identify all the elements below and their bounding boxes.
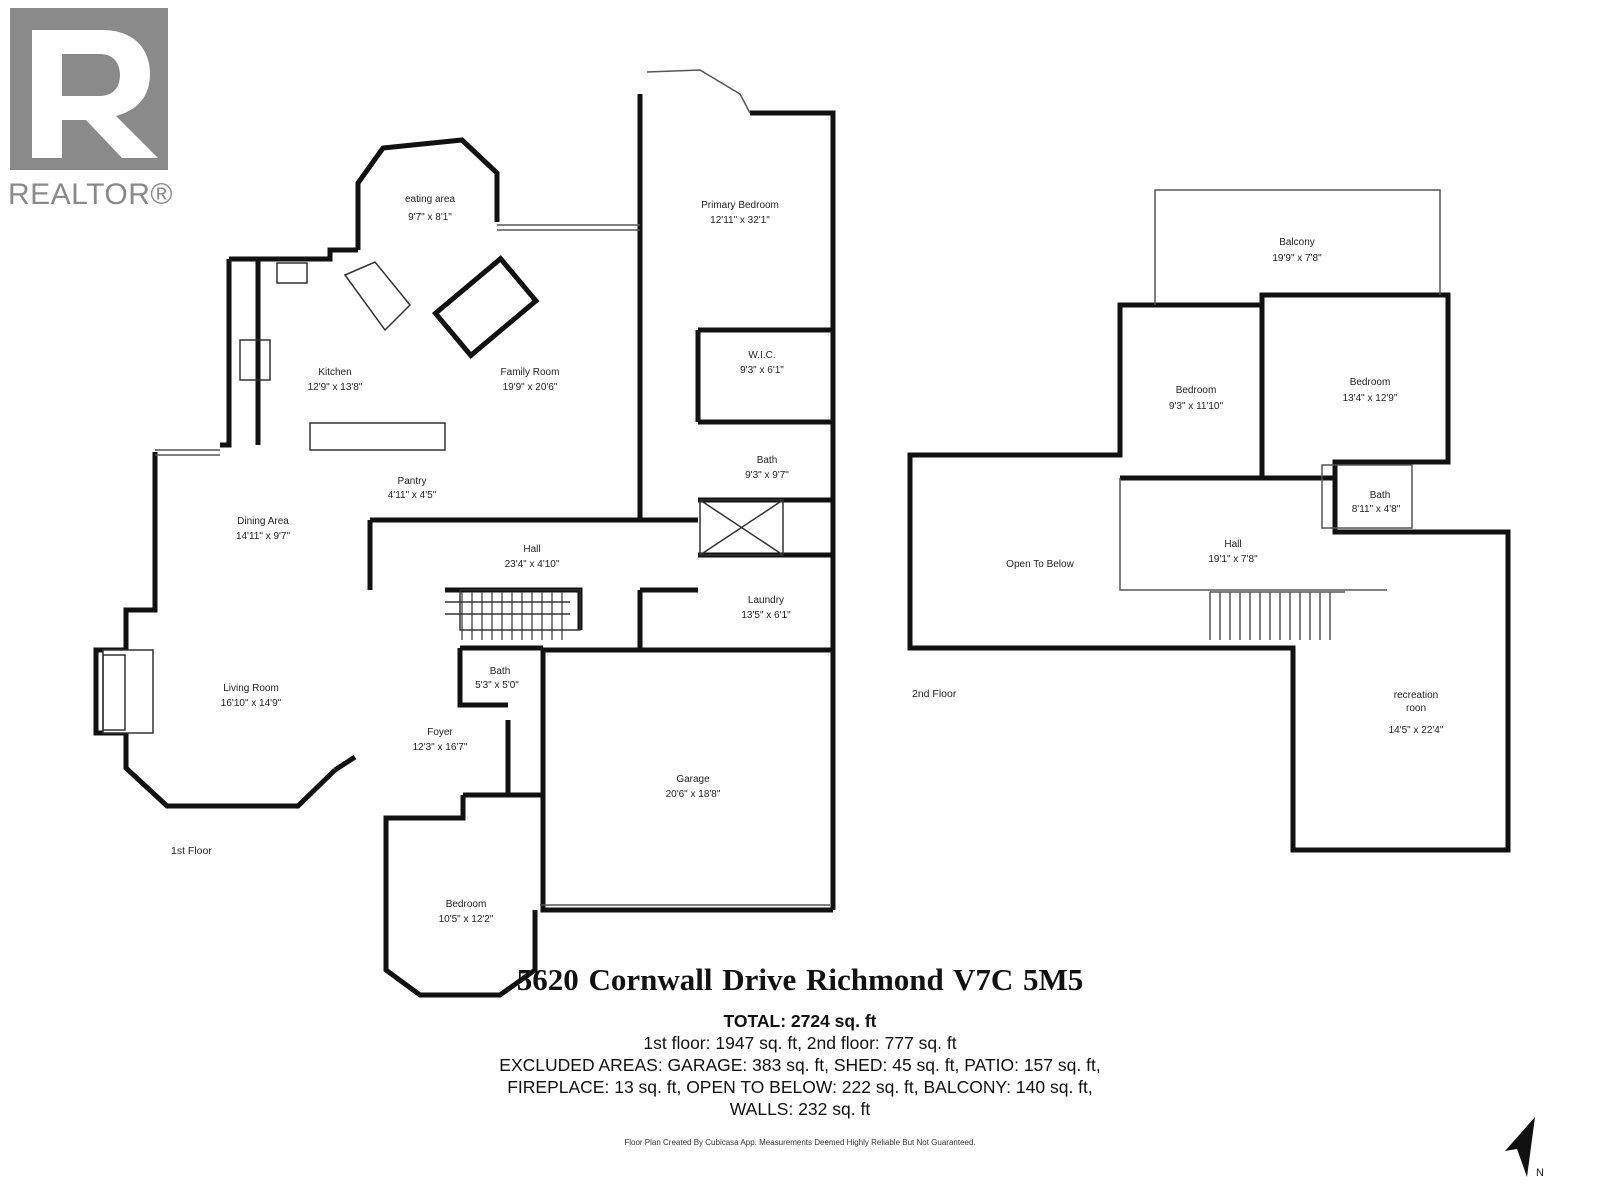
room-dims-living-room: 16'10" x 14'9" bbox=[221, 698, 282, 709]
room-name-bedroom-2a: Bedroom bbox=[1176, 385, 1217, 396]
room-dims-bath-2: 8'11" x 4'8" bbox=[1352, 504, 1401, 515]
room-name-recreation-line2: roon bbox=[1406, 703, 1426, 714]
room-dims-eating-area: 9'7" x 8'1" bbox=[408, 212, 452, 223]
first-floor-room-labels: eating area 9'7" x 8'1" Primary Bedroom … bbox=[171, 194, 791, 925]
room-dims-pantry: 4'11" x 4'5" bbox=[388, 490, 437, 501]
room-name-hall-1: Hall bbox=[523, 544, 540, 555]
room-dims-laundry: 13'5" x 6'1" bbox=[741, 610, 791, 621]
second-floor-thin-lines bbox=[1119, 189, 1441, 640]
staircase-1 bbox=[461, 592, 563, 640]
room-name-laundry: Laundry bbox=[748, 595, 784, 606]
excluded-areas-line3: WALLS: 232 sq. ft bbox=[729, 1099, 871, 1119]
second-floor-room-labels: Balcony 19'9" x 7'8" Bedroom 9'3" x 11'1… bbox=[912, 237, 1444, 736]
second-floor-walls bbox=[907, 292, 1511, 853]
room-dims-bedroom-2b: 13'4" x 12'9" bbox=[1343, 393, 1398, 404]
second-floor-label: 2nd Floor bbox=[912, 688, 957, 700]
room-name-bedroom-1: Bedroom bbox=[446, 899, 487, 910]
room-name-bath-small: Bath bbox=[490, 666, 511, 677]
excluded-areas-line2: FIREPLACE: 13 sq. ft, OPEN TO BELOW: 222… bbox=[507, 1077, 1093, 1097]
room-name-living-room: Living Room bbox=[223, 683, 279, 694]
room-name-eating-area: eating area bbox=[405, 194, 455, 205]
north-label: N bbox=[1536, 1167, 1544, 1179]
realtor-logo: REALTOR® bbox=[8, 8, 178, 213]
room-dims-hall-2: 19'1" x 7'8" bbox=[1208, 554, 1258, 565]
room-dims-garage: 20'6" x 18'8" bbox=[666, 789, 721, 800]
room-name-bath-2: Bath bbox=[1370, 490, 1391, 501]
room-dims-bedroom-1: 10'5" x 12'2" bbox=[439, 914, 494, 925]
room-dims-primary-bath: 9'3" x 9'7" bbox=[745, 470, 789, 481]
room-dims-balcony: 19'9" x 7'8" bbox=[1272, 253, 1322, 264]
room-dims-bath-small: 5'3" x 5'0" bbox=[475, 680, 519, 691]
room-name-dining-area: Dining Area bbox=[237, 516, 289, 527]
room-name-primary-bath: Bath bbox=[757, 455, 778, 466]
room-name-garage: Garage bbox=[676, 774, 710, 785]
first-floor-windows bbox=[155, 69, 830, 906]
room-name-hall-2: Hall bbox=[1224, 539, 1241, 550]
room-dims-foyer: 12'3" x 16'7" bbox=[413, 742, 468, 753]
room-name-kitchen: Kitchen bbox=[318, 367, 351, 378]
room-name-balcony: Balcony bbox=[1279, 237, 1315, 248]
realtor-r-logo-icon bbox=[10, 8, 168, 170]
room-name-family-room: Family Room bbox=[501, 367, 560, 378]
room-dims-hall-1: 23'4" x 4'10" bbox=[505, 559, 560, 570]
room-dims-recreation: 14'5" x 22'4" bbox=[1389, 725, 1444, 736]
floor-areas: 1st floor: 1947 sq. ft, 2nd floor: 777 s… bbox=[643, 1033, 957, 1053]
room-dims-bedroom-2a: 9'3" x 11'10" bbox=[1169, 401, 1224, 412]
room-dims-dining-area: 14'11" x 9'7" bbox=[236, 531, 291, 542]
room-name-foyer: Foyer bbox=[427, 727, 453, 738]
first-floor-walls bbox=[93, 94, 836, 998]
room-name-bedroom-2b: Bedroom bbox=[1350, 377, 1391, 388]
north-arrow-icon bbox=[1505, 1117, 1535, 1177]
first-floor-fixtures bbox=[102, 261, 784, 734]
realtor-brand-text: REALTOR® bbox=[8, 178, 174, 211]
room-name-recreation-line1: recreation bbox=[1394, 690, 1438, 701]
room-dims-family-room: 19'9" x 20'6" bbox=[503, 382, 558, 393]
room-dims-primary-bedroom: 12'11" x 32'1" bbox=[710, 215, 770, 226]
first-floor-label: 1st Floor bbox=[171, 845, 212, 857]
room-name-wic: W.I.C. bbox=[748, 350, 775, 361]
room-name-primary-bedroom: Primary Bedroom bbox=[701, 200, 779, 211]
area-summary: TOTAL: 2724 sq. ft 1st floor: 1947 sq. f… bbox=[0, 1010, 1600, 1120]
room-dims-wic: 9'3" x 6'1" bbox=[740, 365, 784, 376]
total-area: TOTAL: 2724 sq. ft bbox=[723, 1011, 877, 1031]
excluded-areas-line1: EXCLUDED AREAS: GARAGE: 383 sq. ft, SHED… bbox=[499, 1055, 1101, 1075]
room-name-open-to-below: Open To Below bbox=[1006, 559, 1074, 570]
property-address: 5620 Cornwall Drive Richmond V7C 5M5 bbox=[516, 962, 1084, 997]
disclaimer: Floor Plan Created By Cubicasa App. Meas… bbox=[624, 1138, 976, 1147]
room-name-pantry: Pantry bbox=[398, 476, 427, 487]
fireplace-icon bbox=[431, 255, 540, 359]
room-dims-kitchen: 12'9" x 13'8" bbox=[308, 382, 363, 393]
